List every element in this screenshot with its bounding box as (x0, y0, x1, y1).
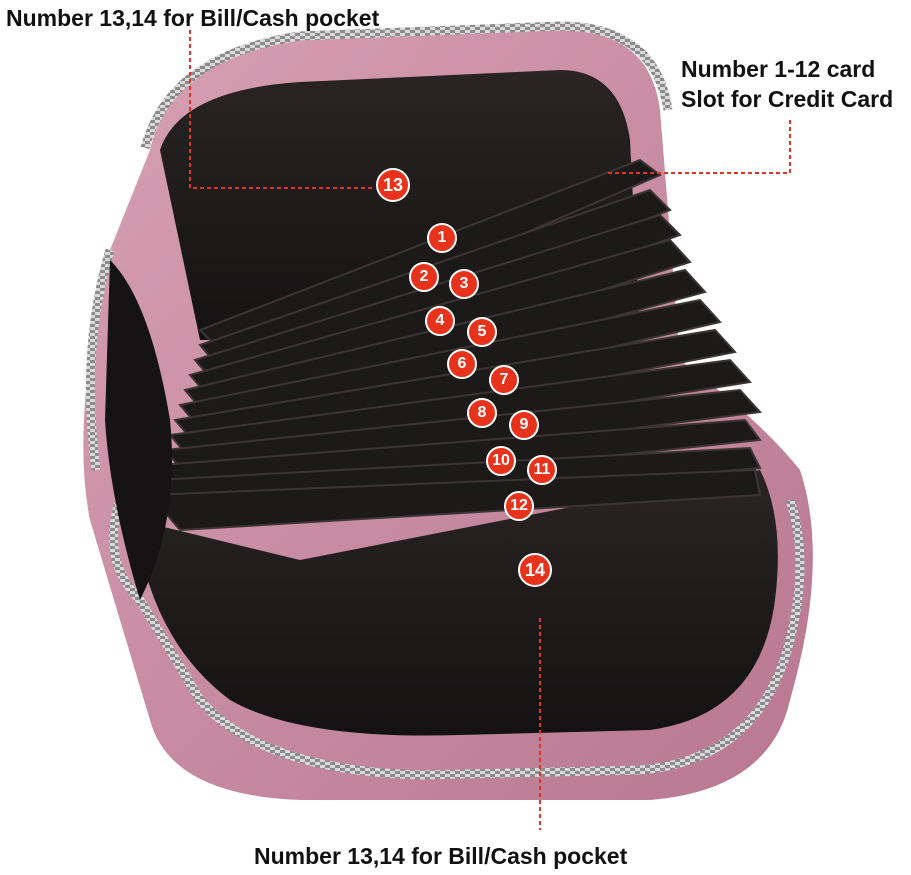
badge-12: 12 (504, 491, 534, 521)
label-bill-pocket-bottom: Number 13,14 for Bill/Cash pocket (254, 843, 628, 869)
label-card-slots: Number 1-12 card Slot for Credit Card (681, 54, 893, 114)
badge-14: 14 (518, 553, 552, 587)
label-card-slots-line2: Slot for Credit Card (681, 86, 894, 112)
leader-lines (189, 30, 791, 830)
badge-10: 10 (486, 446, 516, 476)
accordion-gusset (105, 260, 172, 600)
zipper (140, 21, 673, 150)
label-bill-pocket-top: Number 13,14 for Bill/Cash pocket (6, 5, 380, 31)
badge-5: 5 (467, 317, 497, 347)
badge-8: 8 (467, 398, 497, 428)
badge-1: 1 (427, 223, 457, 253)
badge-7: 7 (489, 365, 519, 395)
bill-pocket-14 (135, 470, 778, 736)
badge-4: 4 (425, 306, 455, 336)
label-card-slots-line1: Number 1-12 card (681, 56, 876, 82)
badge-3: 3 (449, 269, 479, 299)
badge-9: 9 (509, 410, 539, 440)
badge-11: 11 (527, 455, 557, 485)
card-slots (147, 158, 763, 532)
badge-13: 13 (376, 168, 410, 202)
badge-6: 6 (447, 349, 477, 379)
badge-2: 2 (409, 262, 439, 292)
